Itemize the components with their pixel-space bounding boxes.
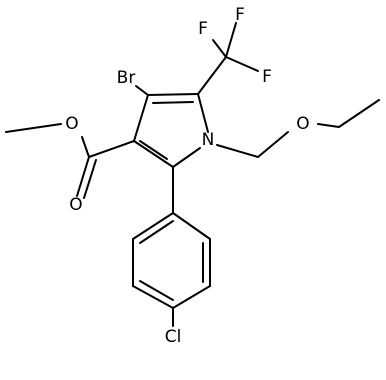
bond-cester-oester — [81, 136, 90, 158]
bond-aryl-4-inner — [139, 280, 174, 301]
bond-c2-c3 — [133, 140, 174, 168]
bond-n1-c2 — [172, 147, 201, 168]
bond-aryl-6-inner — [139, 220, 174, 244]
atom-label-o-ester: O — [65, 114, 78, 134]
bond-aryl-6 — [132, 212, 174, 240]
bond-aryl-1 — [172, 212, 211, 240]
atom-label-f3: F — [262, 67, 272, 87]
bond-cester-ocarbonyl-a — [76, 156, 90, 197]
atom-label-f2: F — [235, 5, 245, 25]
bond-c5-n1 — [197, 93, 209, 133]
atom-label-f1: F — [198, 19, 208, 39]
atom-label-cl: Cl — [165, 327, 182, 347]
bond-cf3-f3 — [225, 56, 259, 72]
bonds — [5, 22, 380, 327]
bond-ch2-ch3 — [338, 99, 380, 128]
atom-label-o-ether: O — [296, 114, 309, 134]
atom-label-n1: N — [202, 130, 215, 150]
bond-cf3-f1 — [212, 39, 227, 58]
bond-oester-methyl — [5, 123, 62, 133]
bond-c4-br — [135, 85, 149, 96]
bond-cester-ocarbonyl-b — [83, 159, 97, 199]
atom-labels: Br F F F O O N O Cl — [65, 5, 309, 347]
bond-aryl-4 — [132, 285, 174, 309]
bond-oether-ch2 — [317, 123, 340, 128]
bond-c4-c5-inner — [152, 101, 194, 104]
atom-label-o-carbonyl: O — [69, 195, 82, 215]
bond-ch2-oether — [257, 131, 289, 158]
bond-c5-cf3 — [197, 56, 227, 95]
bond-n1-ch2 — [216, 144, 259, 158]
bond-c4-c5 — [147, 93, 199, 96]
bond-c3-cester — [88, 140, 135, 158]
atom-label-br: Br — [117, 68, 136, 88]
bond-c4-c3 — [133, 94, 149, 142]
bond-aryl-3 — [172, 285, 211, 309]
bond-cf3-f2 — [225, 22, 237, 58]
bond-c2-c3-inner — [139, 140, 168, 160]
